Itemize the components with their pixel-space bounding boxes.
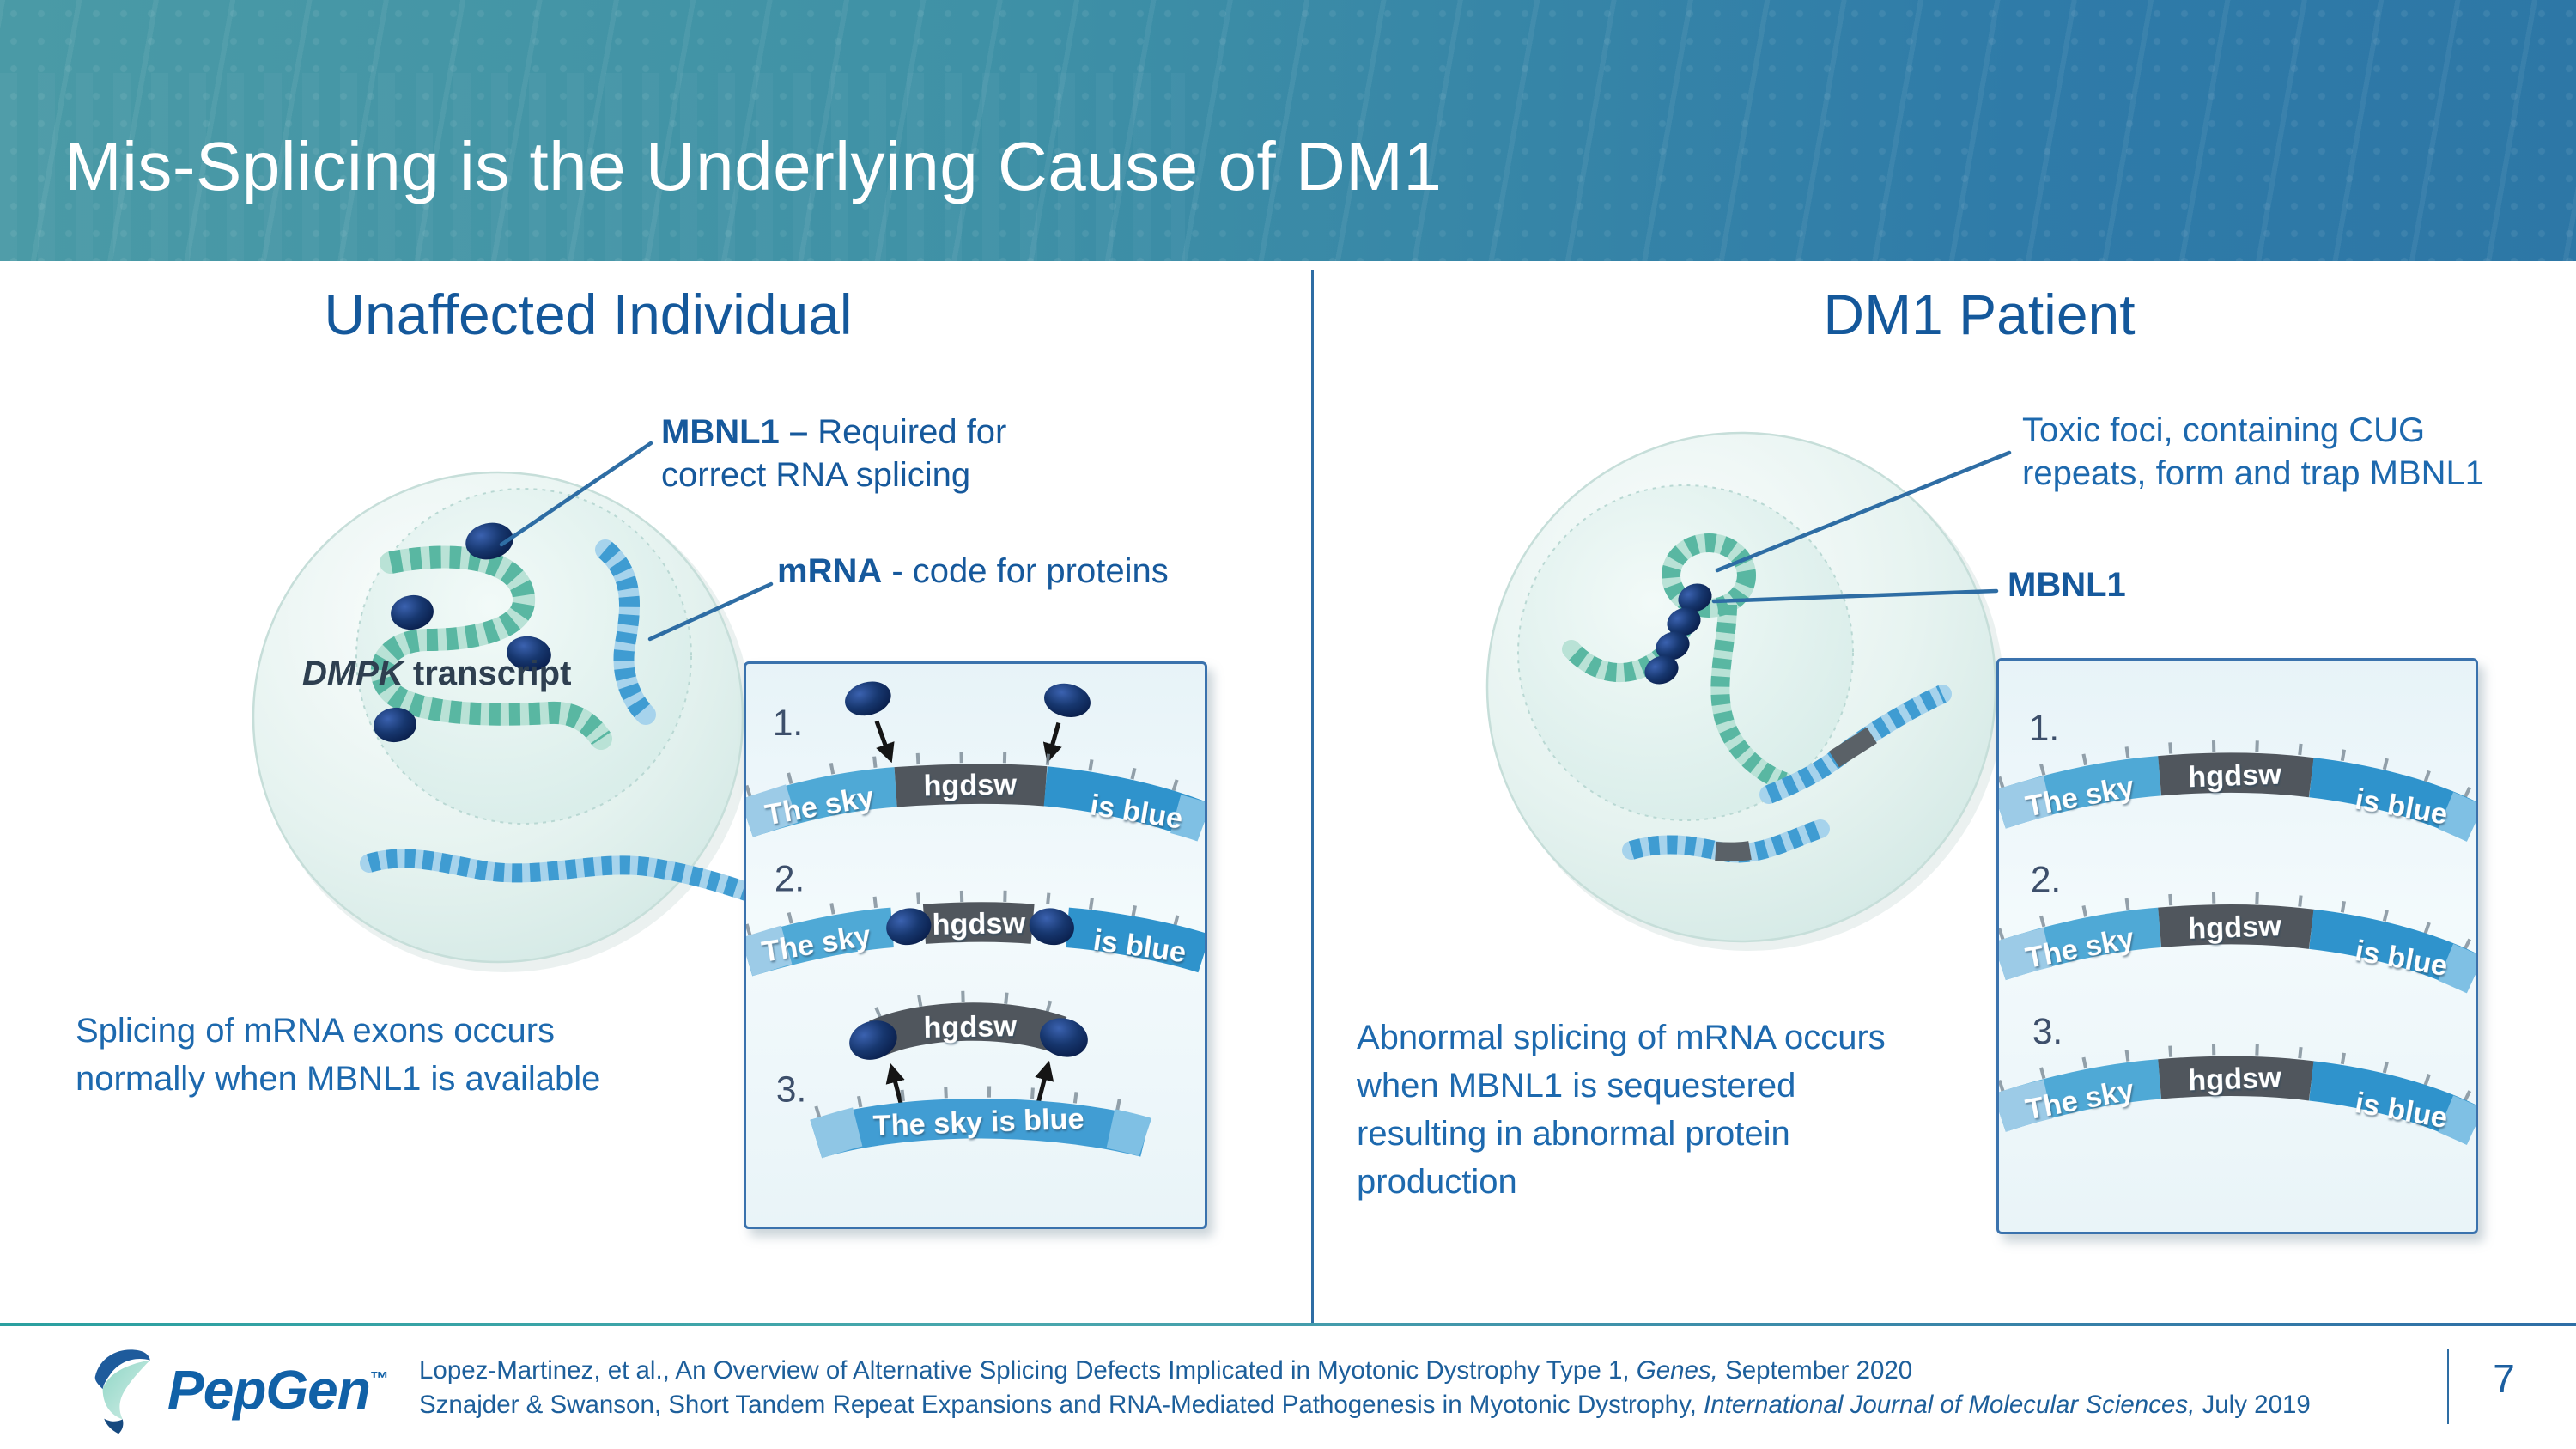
mrna-leader-line bbox=[647, 581, 774, 642]
right-body-text: Abnormal splicing of mRNA occurs when MB… bbox=[1357, 1019, 1886, 1201]
mbnl1-proteins bbox=[374, 522, 551, 743]
mbnl1-protein-bound bbox=[1040, 1018, 1088, 1057]
dmpk-caption-italic: DMPK bbox=[302, 654, 404, 692]
citation-1-journal: Genes, bbox=[1636, 1356, 1718, 1385]
step-1-number: 1. bbox=[773, 703, 803, 743]
mrna-ribbon-right bbox=[595, 539, 656, 725]
pepgen-logo: PepGen™ bbox=[82, 1345, 389, 1434]
mrna-ribbon-bottom bbox=[360, 849, 774, 907]
pepgen-helix-icon bbox=[94, 1349, 150, 1434]
mbnl1-protein-bound bbox=[886, 908, 932, 946]
mbnl1-protein bbox=[1044, 683, 1091, 717]
citations: Lopez-Martinez, et al., An Overview of A… bbox=[419, 1354, 2311, 1422]
page-number-separator bbox=[2447, 1349, 2449, 1424]
unspliced-mrna-ribbon-1: The sky hgdsw is blue bbox=[1999, 740, 2476, 842]
normal-splicing-diagram: 1. The sky hgdsw is blue 2. bbox=[746, 681, 1205, 1159]
mrna-function-label: mRNA - code for proteins bbox=[777, 550, 1169, 593]
page-number: 7 bbox=[2493, 1356, 2515, 1401]
step-2-number: 2. bbox=[2031, 859, 2061, 899]
pre-mrna-ribbon-2-bound: The sky hgdsw is blue bbox=[746, 890, 1205, 977]
step-1-number: 1. bbox=[2029, 708, 2059, 748]
mature-mrna-text: The sky is blue bbox=[872, 1103, 1084, 1143]
left-column-heading: Unaffected Individual bbox=[324, 283, 853, 346]
binding-arrow bbox=[874, 720, 895, 764]
header-pattern bbox=[0, 0, 2576, 261]
step-3-number: 3. bbox=[776, 1069, 806, 1110]
citation-1-date: September 2020 bbox=[1717, 1356, 1913, 1385]
right-column-heading: DM1 Patient bbox=[1823, 283, 2136, 346]
abnormal-splicing-diagram: 1. The sky hgdsw is blue 2. bbox=[1999, 708, 2476, 1146]
left-body-text: Splicing of mRNA exons occurs normally w… bbox=[76, 1012, 601, 1098]
ribbon-intron-text: hgdsw bbox=[932, 907, 1026, 941]
mbnl1-leader-line bbox=[499, 441, 653, 547]
mbnl1-protein bbox=[845, 681, 891, 716]
splice-arrow bbox=[1035, 1060, 1054, 1109]
normal-splicing-diagram-box: 1. The sky hgdsw is blue 2. bbox=[744, 661, 1207, 1229]
citation-1-text: Lopez-Martinez, et al., An Overview of A… bbox=[419, 1356, 1637, 1385]
column-divider bbox=[1311, 270, 1314, 1324]
slide-title: Mis-Splicing is the Underlying Cause of … bbox=[64, 128, 1443, 204]
citation-2-date: July 2019 bbox=[2195, 1391, 2311, 1419]
mbnl1-function-label: MBNL1 – Required for correct RNA splicin… bbox=[661, 411, 1073, 496]
toxic-foci-leader-line bbox=[1715, 450, 2012, 573]
header-bars-pattern bbox=[0, 73, 1185, 261]
ribbon-intron-text: hgdsw bbox=[2188, 758, 2282, 794]
mbnl1-label-bold: MBNL1 – bbox=[661, 413, 809, 451]
mbnl1-trapped-label: MBNL1 bbox=[2008, 566, 2126, 604]
spliced-intron-text: hgdsw bbox=[923, 1010, 1018, 1044]
mature-mrna-ribbon: The sky is blue bbox=[810, 1086, 1152, 1159]
ribbon-intron-text: hgdsw bbox=[2188, 1062, 2282, 1098]
ribbon-exon1-text: The sky bbox=[760, 919, 873, 969]
unspliced-mrna-ribbon-3: The sky hgdsw is blue bbox=[1999, 1044, 2476, 1146]
toxic-foci-label: Toxic foci, containing CUG repeats, form… bbox=[2022, 411, 2485, 492]
unaffected-cell-figure bbox=[252, 441, 774, 972]
header-banner: Mis-Splicing is the Underlying Cause of … bbox=[0, 0, 2576, 261]
step-2-number: 2. bbox=[775, 858, 805, 898]
dmpk-caption-rest: transcript bbox=[403, 654, 572, 692]
retained-intron-segment bbox=[1829, 727, 1877, 768]
trapped-mbnl1-cluster bbox=[1644, 583, 1712, 685]
logo-wordmark: PepGen™ bbox=[167, 1358, 389, 1422]
step-3-number: 3. bbox=[2032, 1011, 2063, 1051]
footer-divider-rule bbox=[0, 1323, 2576, 1326]
mis-spliced-mrna-strand-a bbox=[1759, 685, 1952, 804]
pre-mrna-ribbon-1: The sky hgdsw is blue bbox=[746, 751, 1205, 842]
ribbon-intron-text: hgdsw bbox=[923, 768, 1018, 802]
mbnl1-leader-line bbox=[1711, 588, 1999, 604]
dmpk-transcript-caption: DMPK transcript bbox=[302, 654, 571, 693]
retained-intron-segment bbox=[1715, 841, 1752, 861]
mrna-label-bold: mRNA bbox=[777, 552, 883, 590]
citation-2-journal: International Journal of Molecular Scien… bbox=[1704, 1391, 2196, 1419]
spliced-intron: hgdsw bbox=[849, 990, 1088, 1060]
mrna-label-rest: - code for proteins bbox=[882, 552, 1169, 590]
unspliced-mrna-ribbon-2: The sky hgdsw is blue bbox=[1999, 892, 2476, 994]
dm1-cell-figure bbox=[1485, 431, 2012, 951]
citation-2-text: Sznajder & Swanson, Short Tandem Repeat … bbox=[419, 1391, 1704, 1419]
dmpk-transcript-ribbon bbox=[370, 545, 612, 750]
ribbon-intron-text: hgdsw bbox=[2188, 910, 2282, 946]
mbnl1-label-rest: Required for correct RNA splicing bbox=[661, 413, 1007, 494]
logo-text: PepGen bbox=[167, 1359, 371, 1421]
abnormal-splicing-diagram-box: 1. The sky hgdsw is blue 2. bbox=[1996, 658, 2478, 1234]
mis-spliced-mrna-strand-b bbox=[1622, 819, 1830, 863]
mbnl1-protein-bound bbox=[1029, 908, 1074, 946]
citation-line-2: Sznajder & Swanson, Short Tandem Repeat … bbox=[419, 1388, 2311, 1422]
trademark-symbol: ™ bbox=[369, 1367, 389, 1389]
mbnl1-protein-bound bbox=[849, 1020, 897, 1060]
binding-arrow bbox=[1042, 721, 1062, 764]
citation-line-1: Lopez-Martinez, et al., An Overview of A… bbox=[419, 1354, 2311, 1388]
